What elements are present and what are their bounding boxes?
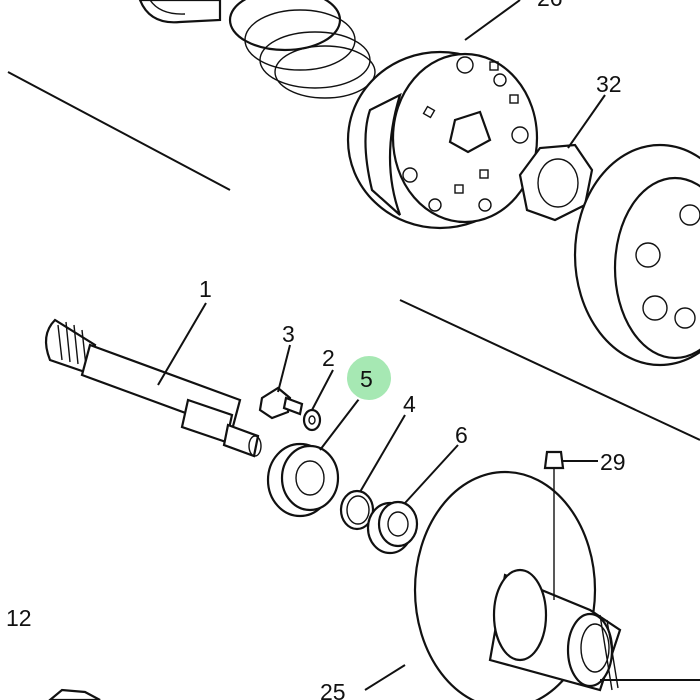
section-divider-line <box>7 71 700 441</box>
callout-1[interactable]: 1 <box>199 276 212 302</box>
primary-shaft <box>44 318 262 458</box>
guide-pin <box>543 450 565 600</box>
secondary-sheave <box>413 470 700 700</box>
callout-32[interactable]: 32 <box>596 71 622 97</box>
clutch-carrier-plate <box>346 50 539 230</box>
leader-lines <box>157 0 606 691</box>
callout-12[interactable]: 12 <box>6 605 32 631</box>
callout-29[interactable]: 29 <box>600 449 626 475</box>
washer <box>302 408 322 432</box>
callout-26[interactable]: 26 <box>537 0 563 11</box>
clutch-outer-housing <box>573 143 700 367</box>
clutch-housing-fragment <box>138 0 222 24</box>
partial-component-12 <box>48 688 101 700</box>
callout-5[interactable]: 5 <box>360 366 373 392</box>
hex-nut <box>518 143 594 222</box>
callout-3[interactable]: 3 <box>282 321 295 347</box>
bolt <box>258 386 304 420</box>
callout-4[interactable]: 4 <box>403 391 416 417</box>
highlight-marker[interactable] <box>345 354 393 402</box>
callout-2[interactable]: 2 <box>322 345 335 371</box>
circlip <box>339 489 375 531</box>
callout-25[interactable]: 25 <box>320 679 346 700</box>
oil-seal <box>366 500 419 555</box>
callout-6[interactable]: 6 <box>455 422 468 448</box>
clutch-spring <box>228 0 376 99</box>
bearing <box>266 442 340 518</box>
